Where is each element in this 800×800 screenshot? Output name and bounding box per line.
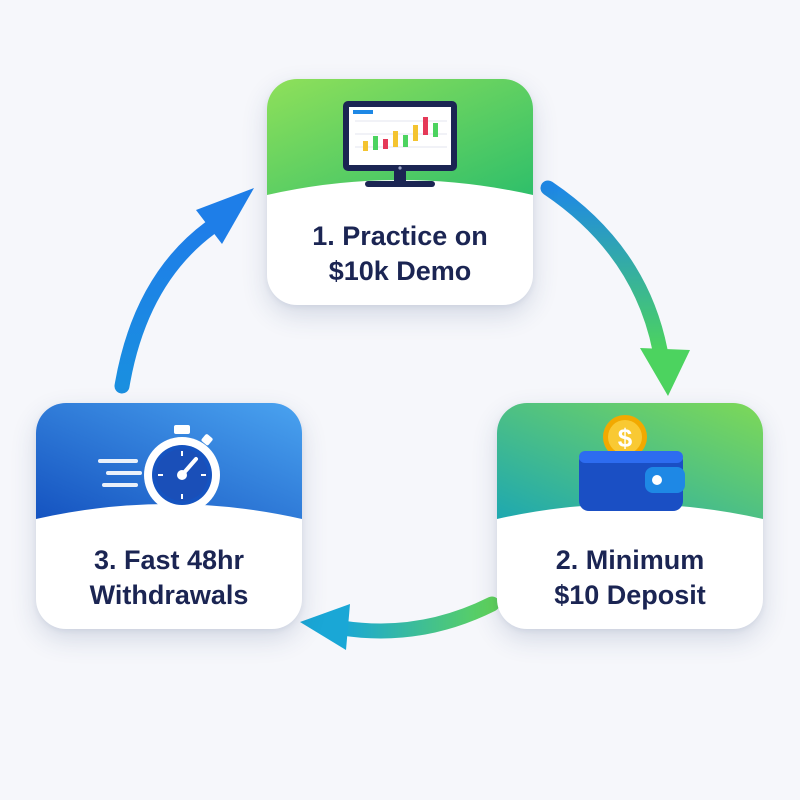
step-label-line2: $10 Deposit bbox=[554, 580, 706, 610]
stopwatch-icon bbox=[98, 425, 220, 513]
arrow-step1-to-step2 bbox=[540, 180, 690, 396]
arrow-step2-to-step3 bbox=[300, 596, 500, 650]
step-card-practice-demo: 1. Practice on $10k Demo bbox=[267, 79, 533, 305]
step-label: 3. Fast 48hr Withdrawals bbox=[36, 527, 302, 629]
step-card-fast-withdrawals: 3. Fast 48hr Withdrawals bbox=[36, 403, 302, 629]
step-label-line1: 2. Minimum bbox=[555, 545, 705, 575]
step-label-line2: Withdrawals bbox=[89, 580, 249, 610]
step-label-line1: 3. Fast 48hr bbox=[93, 545, 245, 575]
arrow-step3-to-step1 bbox=[114, 188, 254, 394]
step-label-line2: $10k Demo bbox=[328, 256, 472, 286]
wallet-coin-icon: $ bbox=[579, 415, 685, 511]
trading-monitor-icon bbox=[343, 101, 457, 187]
step-label-line1: 1. Practice on bbox=[312, 221, 488, 251]
speed-lines-icon bbox=[98, 459, 142, 487]
step-label: 2. Minimum $10 Deposit bbox=[497, 527, 763, 629]
step-label: 1. Practice on $10k Demo bbox=[267, 203, 533, 305]
step-card-minimum-deposit: $ 2. Minimum $10 Deposit bbox=[497, 403, 763, 629]
coin-dollar-symbol: $ bbox=[618, 423, 633, 453]
